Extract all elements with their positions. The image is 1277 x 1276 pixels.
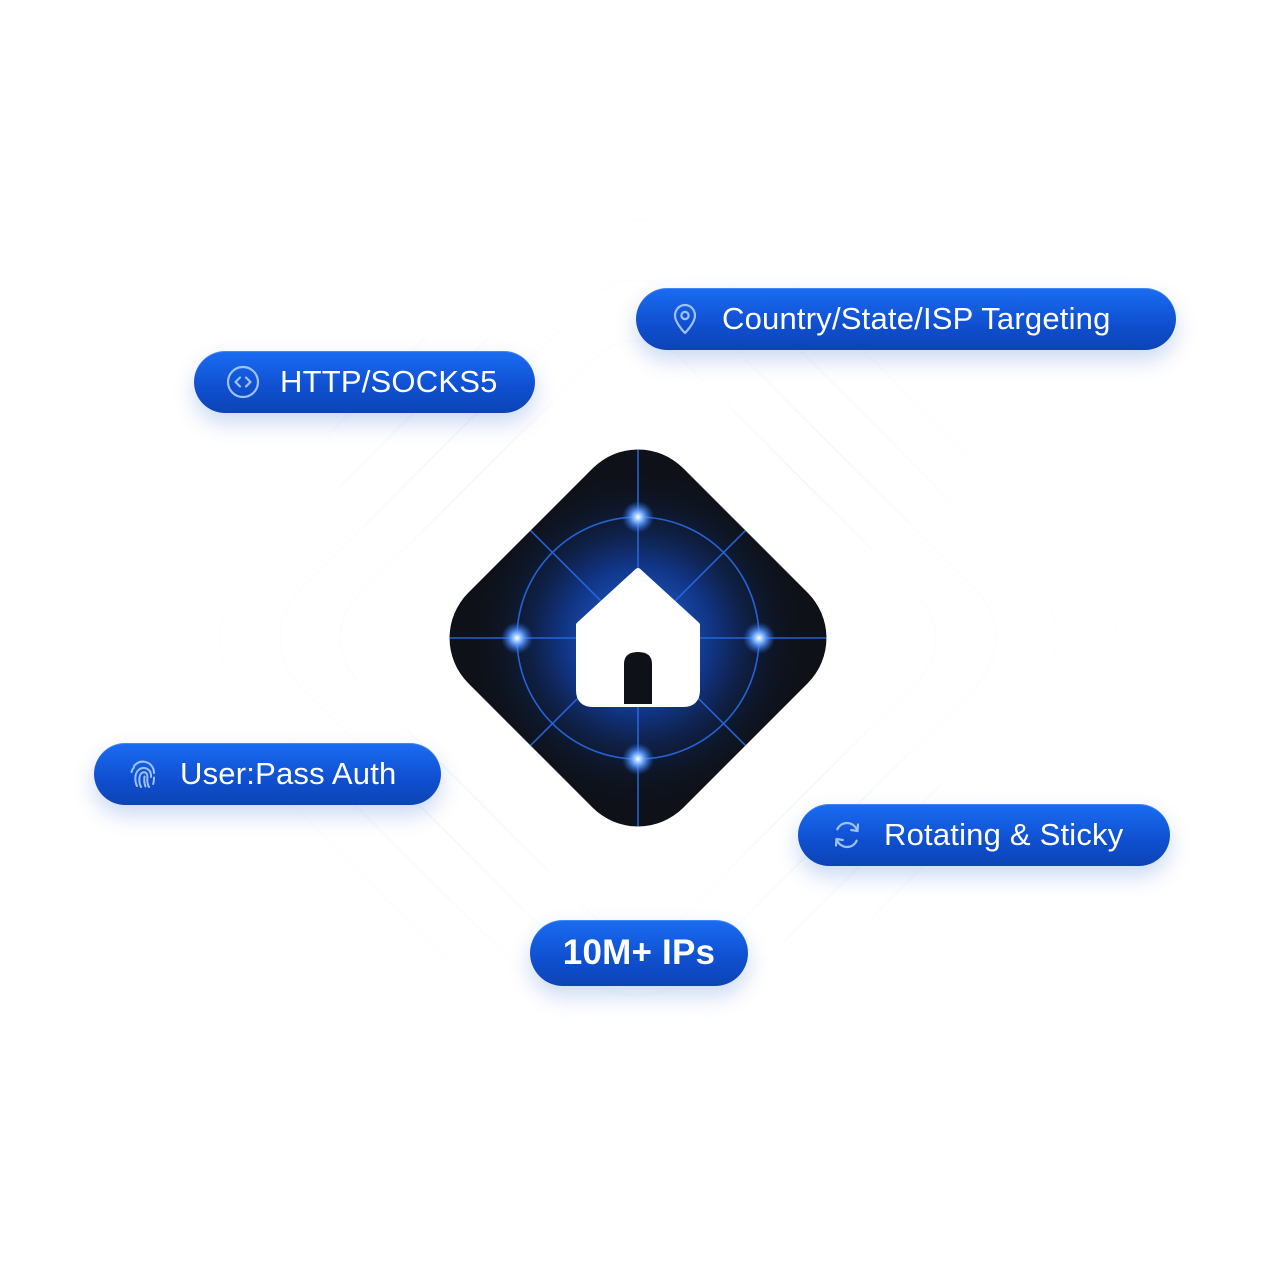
- user-pass-auth-label: User:Pass Auth: [180, 756, 397, 791]
- code-brackets-icon: [226, 365, 260, 399]
- ip-count-label: 10M+ IPs: [562, 933, 716, 972]
- http-socks5-badge: HTTP/SOCKS5: [194, 351, 535, 413]
- rotate-arrows-icon: [830, 818, 864, 852]
- http-socks5-label: HTTP/SOCKS5: [280, 364, 498, 399]
- ip-count-badge: 10M+ IPs: [530, 920, 748, 986]
- country-targeting-label: Country/State/ISP Targeting: [722, 301, 1111, 336]
- fingerprint-icon: [126, 757, 160, 791]
- rotating-sticky-badge: Rotating & Sticky: [798, 804, 1170, 866]
- country-targeting-badge: Country/State/ISP Targeting: [636, 288, 1176, 350]
- user-pass-auth-badge: User:Pass Auth: [94, 743, 441, 805]
- rotating-sticky-label: Rotating & Sticky: [884, 817, 1124, 852]
- location-pin-icon: [668, 302, 702, 336]
